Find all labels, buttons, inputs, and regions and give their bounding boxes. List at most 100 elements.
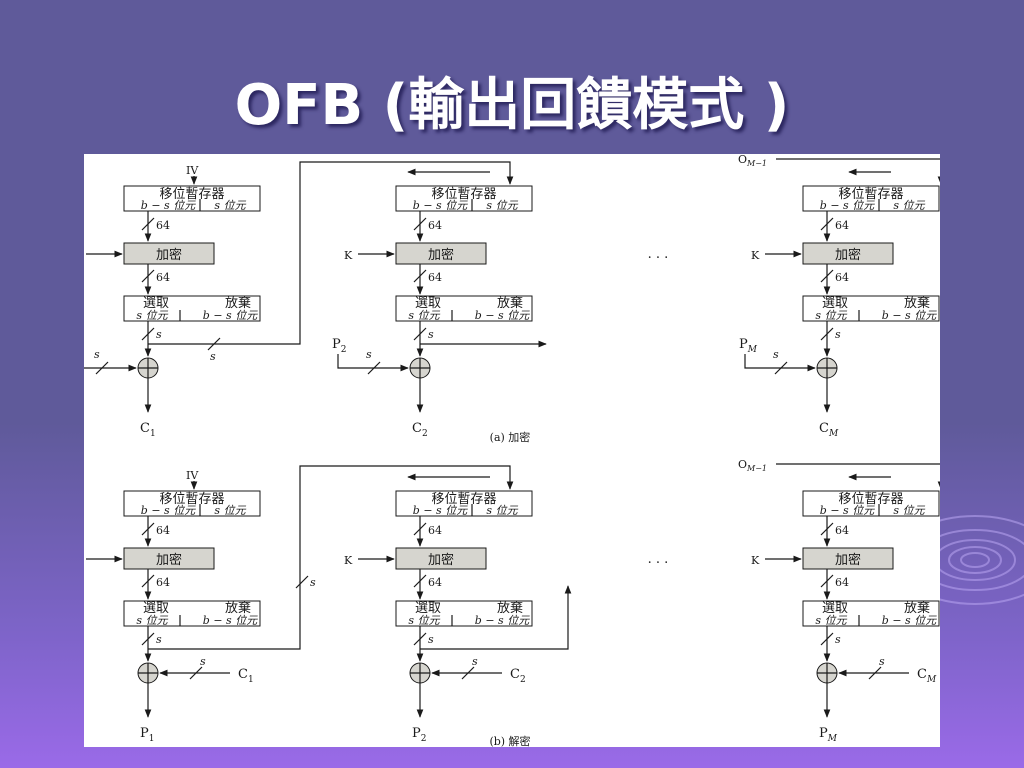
ellipsis: . . . bbox=[648, 247, 669, 262]
shift-register-label: 移位暫存器 bbox=[431, 492, 496, 507]
bus-width-label: 64 bbox=[156, 576, 170, 589]
register-left-part: b − s 位元 bbox=[820, 199, 875, 212]
bus-slash bbox=[413, 269, 427, 283]
bus-width-label: 64 bbox=[835, 524, 849, 537]
bus-slash bbox=[141, 327, 155, 341]
key-label: K bbox=[751, 249, 760, 262]
bus-width-label: 64 bbox=[428, 271, 442, 284]
select-left-part: s 位元 bbox=[408, 614, 440, 627]
decryption-diagram: 移位暫存器 b − s 位元 s 位元 64 加密 K 64 選取 放棄 s 位元 b − s 位元… bbox=[86, 490, 940, 744]
encrypt-label: 加密 bbox=[156, 552, 182, 568]
register-left-part: b − s 位元 bbox=[820, 504, 875, 517]
s-label: s bbox=[835, 328, 841, 341]
bus-slash bbox=[95, 361, 109, 375]
register-right-part: s 位元 bbox=[486, 199, 518, 212]
select-box bbox=[123, 295, 261, 322]
discard-label: 放棄 bbox=[904, 296, 930, 311]
register-right-part: s 位元 bbox=[893, 504, 925, 517]
input-label: P2 bbox=[332, 337, 346, 355]
s-label: s bbox=[156, 633, 162, 646]
select-label: 選取 bbox=[822, 601, 848, 616]
input-arrow bbox=[84, 364, 137, 372]
encrypt-box bbox=[123, 547, 215, 570]
s-label: s bbox=[366, 348, 372, 361]
output-label: C1 bbox=[140, 421, 156, 439]
shift-register-box bbox=[802, 490, 940, 517]
s-label: s bbox=[94, 348, 100, 361]
shift-register-box bbox=[395, 185, 533, 212]
encrypt-label: 加密 bbox=[428, 552, 454, 568]
input-arrow bbox=[744, 354, 816, 372]
select-box bbox=[802, 295, 940, 322]
bus-slash bbox=[141, 217, 155, 231]
shift-register-box bbox=[802, 185, 940, 212]
bus-width-label: 64 bbox=[428, 524, 442, 537]
encrypt-box bbox=[395, 242, 487, 265]
select-label: 選取 bbox=[822, 296, 848, 311]
bus-width-label: 64 bbox=[428, 576, 442, 589]
select-label: 選取 bbox=[143, 296, 169, 311]
bus-slash bbox=[413, 522, 427, 536]
iv-label: IV bbox=[186, 469, 199, 482]
bus-slash bbox=[413, 217, 427, 231]
encrypt-box bbox=[802, 547, 894, 570]
bus-slash bbox=[413, 574, 427, 588]
select-left-part: s 位元 bbox=[815, 309, 847, 322]
discard-label: 放棄 bbox=[225, 601, 251, 616]
bus-width-label: 64 bbox=[835, 219, 849, 232]
s-label: s bbox=[200, 655, 206, 668]
discard-label: 放棄 bbox=[225, 296, 251, 311]
encrypt-label: 加密 bbox=[156, 247, 182, 263]
encrypt-label: 加密 bbox=[835, 247, 861, 263]
feedback-line bbox=[776, 463, 940, 490]
s-label: s bbox=[428, 633, 434, 646]
o-prev-label: OM−1 bbox=[738, 458, 767, 473]
s-label: s bbox=[773, 348, 779, 361]
select-box bbox=[395, 295, 533, 322]
select-label: 選取 bbox=[415, 296, 441, 311]
input-label: CM bbox=[917, 667, 937, 685]
bus-slash bbox=[820, 327, 834, 341]
s-label: s bbox=[210, 350, 216, 363]
encrypt-label: 加密 bbox=[835, 552, 861, 568]
discard-label: 放棄 bbox=[497, 601, 523, 616]
select-left-part: s 位元 bbox=[136, 614, 168, 627]
register-left-part: b − s 位元 bbox=[413, 199, 468, 212]
bus-slash bbox=[820, 522, 834, 536]
select-right-part: b − s 位元 bbox=[882, 309, 937, 322]
select-left-part: s 位元 bbox=[136, 309, 168, 322]
select-box bbox=[802, 600, 940, 627]
encrypt-box bbox=[123, 242, 215, 265]
feedback-line bbox=[148, 465, 514, 650]
select-right-part: b − s 位元 bbox=[203, 614, 258, 627]
key-label: K bbox=[751, 554, 760, 567]
shift-register-label: 移位暫存器 bbox=[431, 187, 496, 202]
bus-width-label: 64 bbox=[156, 219, 170, 232]
s-label: s bbox=[428, 328, 434, 341]
bus-slash bbox=[141, 522, 155, 536]
output-label: P1 bbox=[140, 726, 154, 744]
shift-register-label: 移位暫存器 bbox=[159, 492, 224, 507]
input-label: PM bbox=[739, 337, 758, 355]
s-label: s bbox=[156, 328, 162, 341]
feedback-out bbox=[420, 585, 572, 650]
caption-encryption: (a) 加密 bbox=[490, 430, 531, 444]
feedback-line bbox=[776, 158, 940, 185]
register-right-part: s 位元 bbox=[214, 199, 246, 212]
key-label: K bbox=[344, 249, 353, 262]
bus-width-label: 64 bbox=[835, 576, 849, 589]
caption-decryption: (b) 解密 bbox=[489, 734, 530, 747]
slide-title: OFB (輸出回饋模式 ) bbox=[234, 73, 790, 138]
s-label: s bbox=[310, 576, 316, 589]
bus-width-label: 64 bbox=[428, 219, 442, 232]
output-label: C2 bbox=[412, 421, 428, 439]
select-box bbox=[123, 600, 261, 627]
bus-slash bbox=[820, 632, 834, 646]
input-label: C2 bbox=[510, 667, 526, 685]
s-label: s bbox=[472, 655, 478, 668]
shift-register-label: 移位暫存器 bbox=[159, 187, 224, 202]
bus-slash bbox=[413, 327, 427, 341]
s-label: s bbox=[835, 633, 841, 646]
bus-slash bbox=[413, 632, 427, 646]
